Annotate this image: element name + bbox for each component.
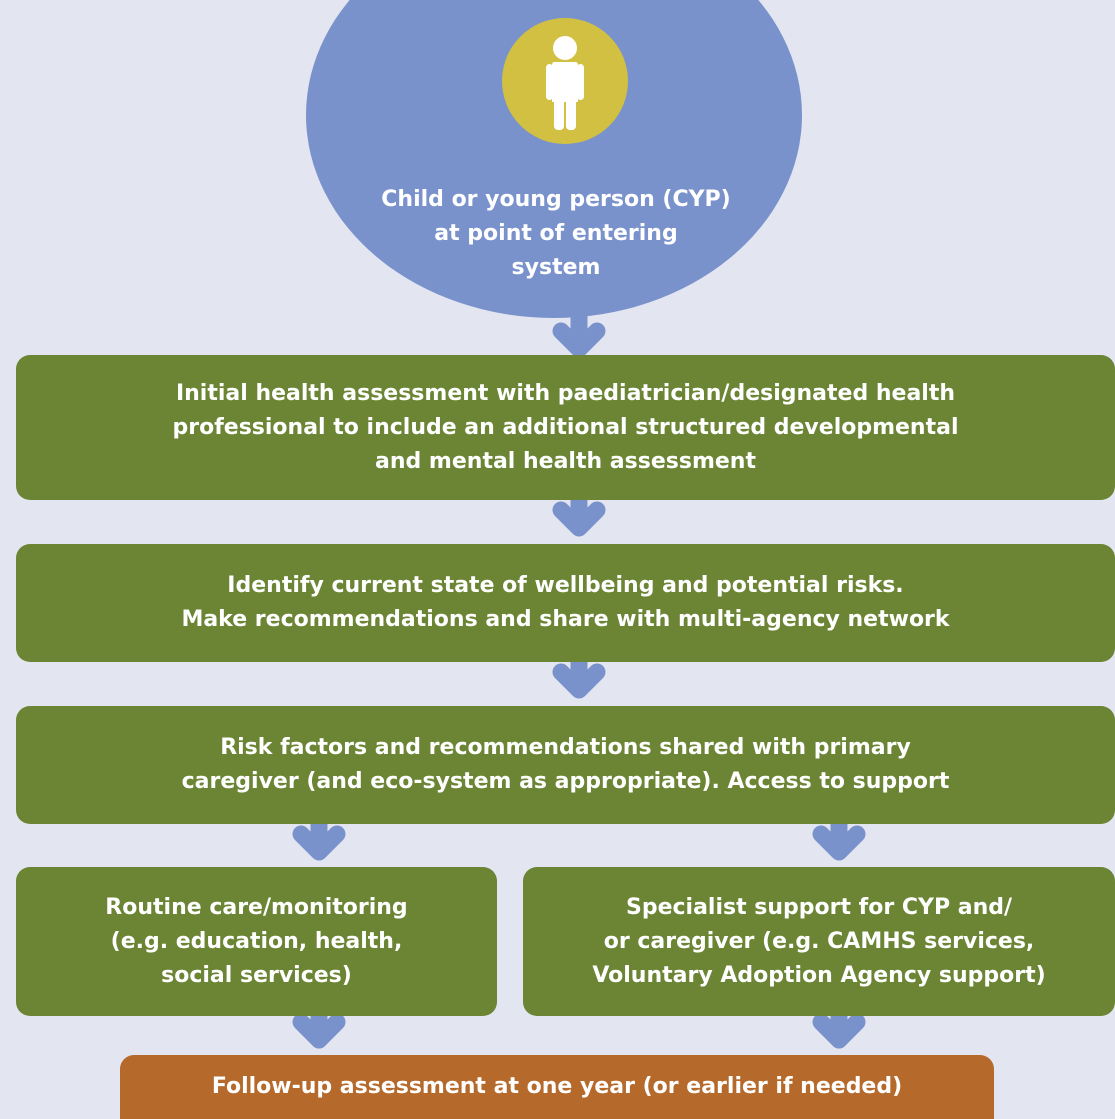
specialist-support-line-3: Voluntary Adoption Agency support) <box>592 962 1046 988</box>
routine-care-line-2: (e.g. education, health, <box>110 928 403 954</box>
follow-up-label: Follow-up assessment at one year (or ear… <box>211 1074 903 1099</box>
risk-factors-line-2: caregiver (and eco-system as appropriate… <box>181 769 950 794</box>
follow-up-box: Follow-up assessment at one year (or ear… <box>120 1055 994 1119</box>
risk-factors-line-1: Risk factors and recommendations shared … <box>220 735 911 760</box>
arrow-down-icon <box>812 815 866 861</box>
start-node-line-2: at point of entering <box>434 221 678 246</box>
identify-state-line-1: Identify current state of wellbeing and … <box>227 573 904 598</box>
arrow-down-icon <box>292 815 346 861</box>
initial-assessment-line-2: professional to include an additional st… <box>172 414 959 440</box>
specialist-support-line-2: or caregiver (e.g. CAMHS services, <box>603 928 1035 954</box>
start-node-label: Child or young person (CYP) at point of … <box>356 183 756 285</box>
arrow-down-icon <box>812 1007 866 1049</box>
arrow-down-icon <box>292 1007 346 1049</box>
risk-factors-box: Risk factors and recommendations shared … <box>16 706 1115 824</box>
routine-care-box: Routine care/monitoring (e.g. education,… <box>16 867 497 1016</box>
start-node-line-3: system <box>511 255 601 280</box>
specialist-support-box: Specialist support for CYP and/ or careg… <box>523 867 1115 1016</box>
person-icon <box>546 36 584 130</box>
arrow-down-icon <box>552 301 606 358</box>
arrow-down-icon <box>552 491 606 537</box>
routine-care-line-3: social services) <box>161 962 352 988</box>
identify-state-box: Identify current state of wellbeing and … <box>16 544 1115 662</box>
identify-state-line-2: Make recommendations and share with mult… <box>181 607 950 632</box>
initial-assessment-box: Initial health assessment with paediatri… <box>16 355 1115 500</box>
start-node-line-1: Child or young person (CYP) <box>381 187 731 212</box>
initial-assessment-line-3: and mental health assessment <box>375 448 756 474</box>
specialist-support-line-1: Specialist support for CYP and/ <box>625 894 1013 920</box>
arrow-down-icon <box>552 653 606 699</box>
initial-assessment-line-1: Initial health assessment with paediatri… <box>175 380 956 406</box>
routine-care-line-1: Routine care/monitoring <box>105 894 408 920</box>
